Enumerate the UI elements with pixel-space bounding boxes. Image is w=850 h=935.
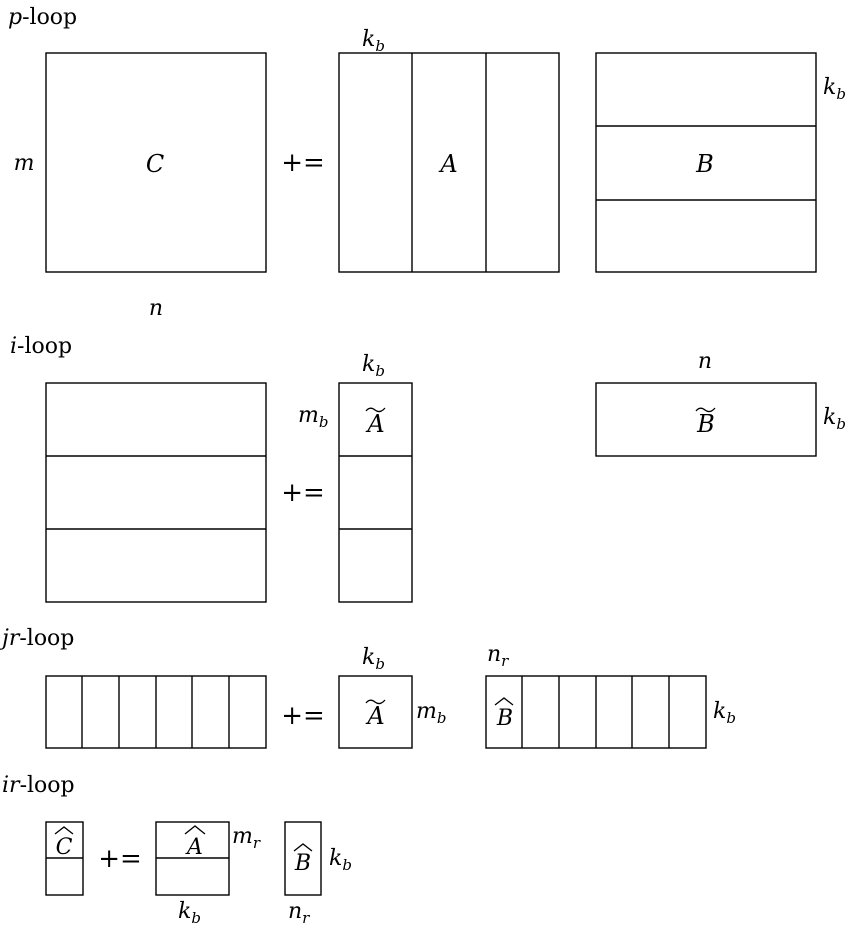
dim-kb-bottom-label: kb xyxy=(178,899,201,927)
matrix-c-panel xyxy=(45,675,267,749)
matrix-a-tilde-block xyxy=(338,675,413,749)
a-tilde-letter: A xyxy=(365,410,384,438)
p-loop-section: p-loop C m n += A kb B kb xyxy=(8,5,846,321)
dim-n-label: n xyxy=(698,349,712,374)
matrix-b-label: B xyxy=(695,150,714,178)
matrix-c-rows-frame xyxy=(45,382,267,603)
hat-accent xyxy=(54,826,74,835)
plus-equals-operator: += xyxy=(281,148,325,178)
tilde-accent xyxy=(365,407,386,413)
dim-kb-top-label: kb xyxy=(362,352,385,380)
ir-loop-section: ir-loop C += A mr kb B kb nr xyxy=(2,773,352,927)
dim-kb-right-label: kb xyxy=(329,846,352,874)
i-loop-section: i-loop += A kb mb B n kb xyxy=(10,334,846,603)
matrix-a-frame xyxy=(338,52,560,273)
dim-mb-label: mb xyxy=(298,403,328,431)
matrix-b-frame xyxy=(595,52,817,273)
plus-equals-operator: += xyxy=(98,844,142,874)
plus-equals-operator: += xyxy=(281,701,325,731)
matrix-b-hat-block xyxy=(284,821,322,896)
dim-nr-label: nr xyxy=(288,899,310,927)
b-hat-letter: B xyxy=(294,851,311,876)
matrix-a-column-frame xyxy=(338,382,413,603)
a-tilde-label: A xyxy=(365,407,386,438)
dim-kb-top-label: kb xyxy=(362,645,385,673)
dim-n-label: n xyxy=(149,296,163,321)
matrix-c xyxy=(45,52,267,273)
b-tilde-letter: B xyxy=(696,410,715,438)
matrix-a-hat-block xyxy=(155,821,230,896)
a-tilde-letter: A xyxy=(365,702,384,730)
jr-loop-title: jr-loop xyxy=(0,626,74,651)
matrix-a xyxy=(338,52,560,273)
dim-mr-label: mr xyxy=(232,824,261,852)
ir-loop-title: ir-loop xyxy=(2,773,75,798)
b-hat-label: B xyxy=(293,843,313,876)
dim-kb-right-label: kb xyxy=(823,75,846,103)
matrix-b xyxy=(595,52,817,273)
dim-m-label: m xyxy=(14,151,35,176)
b-hat-letter: B xyxy=(496,706,513,731)
matrix-c-rows xyxy=(45,382,267,603)
hat-accent xyxy=(494,697,514,706)
hat-accent xyxy=(293,843,313,852)
a-hat-letter: A xyxy=(185,835,203,860)
b-hat-label: B xyxy=(494,697,514,731)
a-hat-label: A xyxy=(184,825,206,860)
tilde-accent xyxy=(365,699,386,705)
p-loop-title: p-loop xyxy=(8,5,77,30)
matrix-b-tilde-sliver xyxy=(485,675,707,749)
c-hat-letter: C xyxy=(56,835,73,860)
matrix-c-label: C xyxy=(146,150,164,178)
dim-kb-right-label: kb xyxy=(823,405,846,433)
a-tilde-label: A xyxy=(365,699,386,730)
jr-loop-section: jr-loop += A kb mb B nr xyxy=(0,626,736,749)
plus-equals-operator: += xyxy=(281,478,325,508)
dim-kb-top-label: kb xyxy=(362,27,385,55)
dim-mb-label: mb xyxy=(416,699,446,727)
matrix-b-tilde-panel xyxy=(595,382,817,457)
matrix-c-hat-block xyxy=(45,821,84,896)
dim-nr-label: nr xyxy=(487,642,509,670)
c-hat-label: C xyxy=(54,826,74,860)
matrix-a-label: A xyxy=(438,150,457,178)
i-loop-title: i-loop xyxy=(10,334,72,359)
tilde-accent xyxy=(695,407,716,413)
hat-accent xyxy=(184,825,206,835)
matrix-a-column xyxy=(338,382,413,603)
b-tilde-label: B xyxy=(695,407,716,438)
dim-kb-right-label: kb xyxy=(713,699,736,727)
